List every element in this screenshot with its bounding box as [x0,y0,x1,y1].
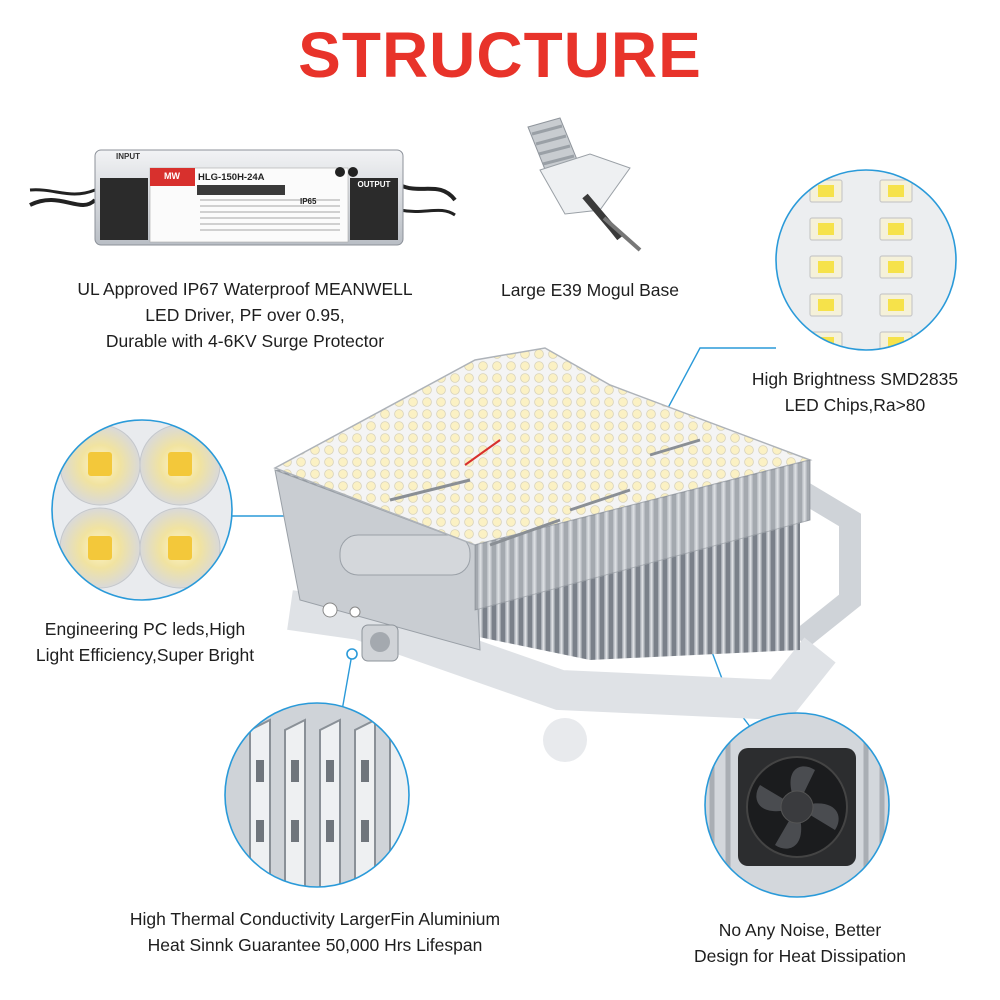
cooling-fan-magnifier-icon [704,712,890,898]
fins-callout-line-1: High Thermal Conductivity LargerFin Alum… [129,909,501,929]
driver-callout-line-2: LED Driver, PF over 0.95, [145,305,345,325]
driver-callout-line-1: UL Approved IP67 Waterproof MEANWELL [77,279,413,299]
fins-callout: High Thermal Conductivity LargerFin Alum… [80,906,550,958]
pc-leds-callout-line-2: Light Efficiency,Super Bright [35,645,255,665]
driver-model-label: HLG-150H-24A [198,172,265,183]
driver-rating-label: IP65 [300,197,317,206]
driver-output-label: OUTPUT [357,180,391,189]
driver-callout: UL Approved IP67 Waterproof MEANWELL LED… [40,276,450,354]
fins-callout-line-2: Heat Sinnk Guarantee 50,000 Hrs Lifespan [147,935,483,955]
driver-brand-label: MW [164,171,180,181]
pc-leds-callout: Engineering PC leds,High Light Efficienc… [5,616,285,668]
base-callout: Large E39 Mogul Base [470,277,710,303]
page-title: STRUCTURE [298,19,702,91]
led-driver-icon [29,149,457,246]
heatsink-fin-magnifier-icon [224,702,410,888]
driver-callout-line-3: Durable with 4-6KV Surge Protector [105,331,385,351]
e39-mogul-base-icon [527,117,642,252]
chips-callout: High Brightness SMD2835 LED Chips,Ra>80 [720,366,990,418]
chips-callout-line-1: High Brightness SMD2835 [751,369,959,389]
fan-callout-line-2: Design for Heat Dissipation [693,946,907,966]
pc-led-lens-magnifier-icon [51,419,233,601]
base-callout-line-1: Large E39 Mogul Base [500,280,680,300]
fan-callout: No Any Noise, Better Design for Heat Dis… [660,917,940,969]
chips-callout-line-2: LED Chips,Ra>80 [784,395,926,415]
fan-callout-line-1: No Any Noise, Better [718,920,882,940]
pc-leds-callout-line-1: Engineering PC leds,High [44,619,246,639]
driver-input-label: INPUT [116,152,140,161]
retrofit-led-lamp-icon [273,347,861,762]
smd-chip-magnifier-icon [775,169,957,351]
